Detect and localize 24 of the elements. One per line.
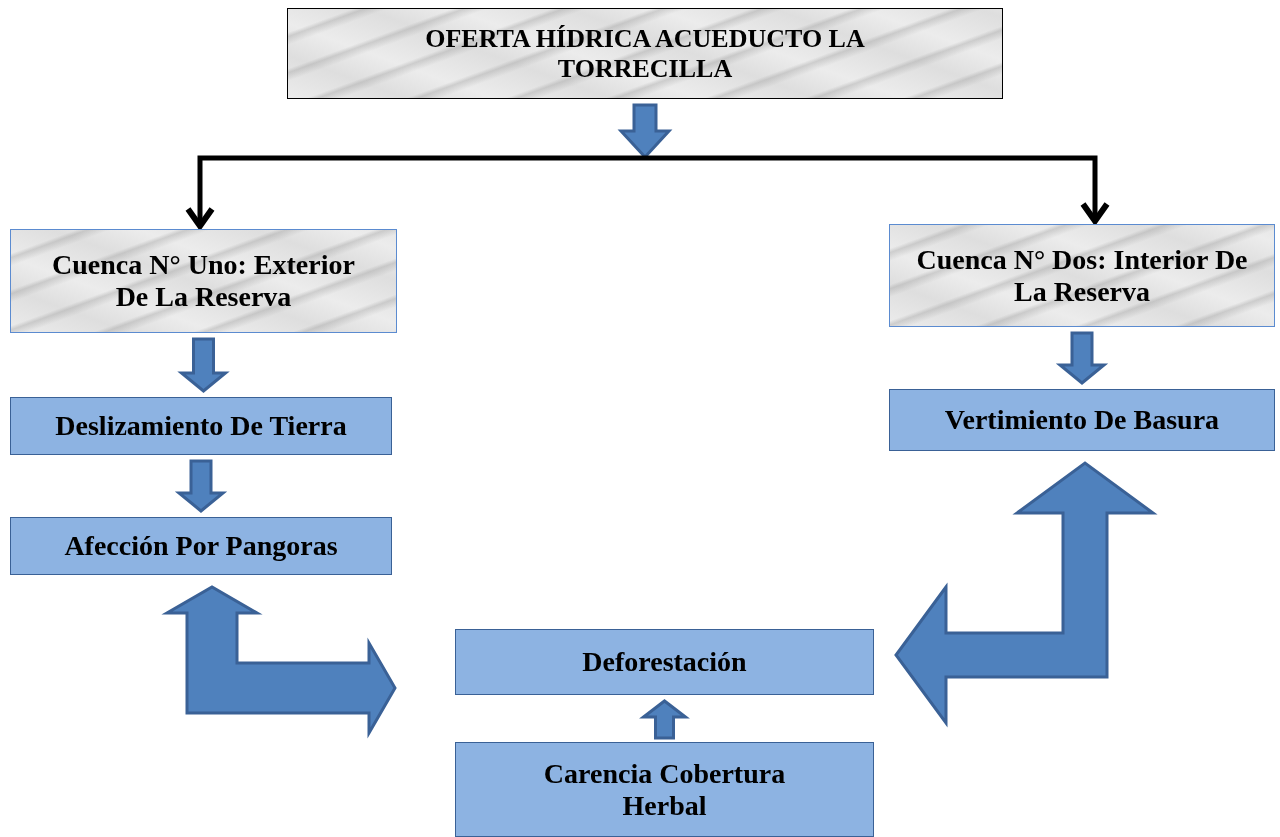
title-box [10, 229, 397, 333]
title-box [287, 8, 1003, 99]
box-label: OFERTA HÍDRICA ACUEDUCTO LA TORRECILLA [424, 23, 866, 84]
process-box [10, 517, 392, 575]
process-box [10, 397, 392, 455]
box-label: Deslizamiento De Tierra [55, 410, 347, 442]
block-arrow [639, 699, 690, 740]
block-arrow [894, 461, 1158, 728]
box-label: Deforestación [582, 646, 747, 678]
box-label: Afección Por Pangoras [64, 530, 338, 562]
box-label: Vertimiento De Basura [944, 404, 1220, 436]
block-arrow [1055, 331, 1109, 385]
process-box [889, 389, 1275, 451]
box-label: Cuenca N° Dos: Interior De La Reserva [915, 243, 1249, 308]
branch-arrow [645, 155, 1110, 224]
process-box [455, 629, 874, 695]
title-box [889, 224, 1275, 327]
process-box [455, 742, 874, 837]
branch-arrow [185, 155, 645, 229]
block-arrow [161, 585, 397, 739]
box-label: Cuenca N° Uno: Exterior De La Reserva [51, 249, 356, 313]
block-arrow [177, 337, 230, 393]
block-arrow [174, 459, 228, 513]
box-label: Carencia Cobertura Herbal [542, 757, 787, 822]
